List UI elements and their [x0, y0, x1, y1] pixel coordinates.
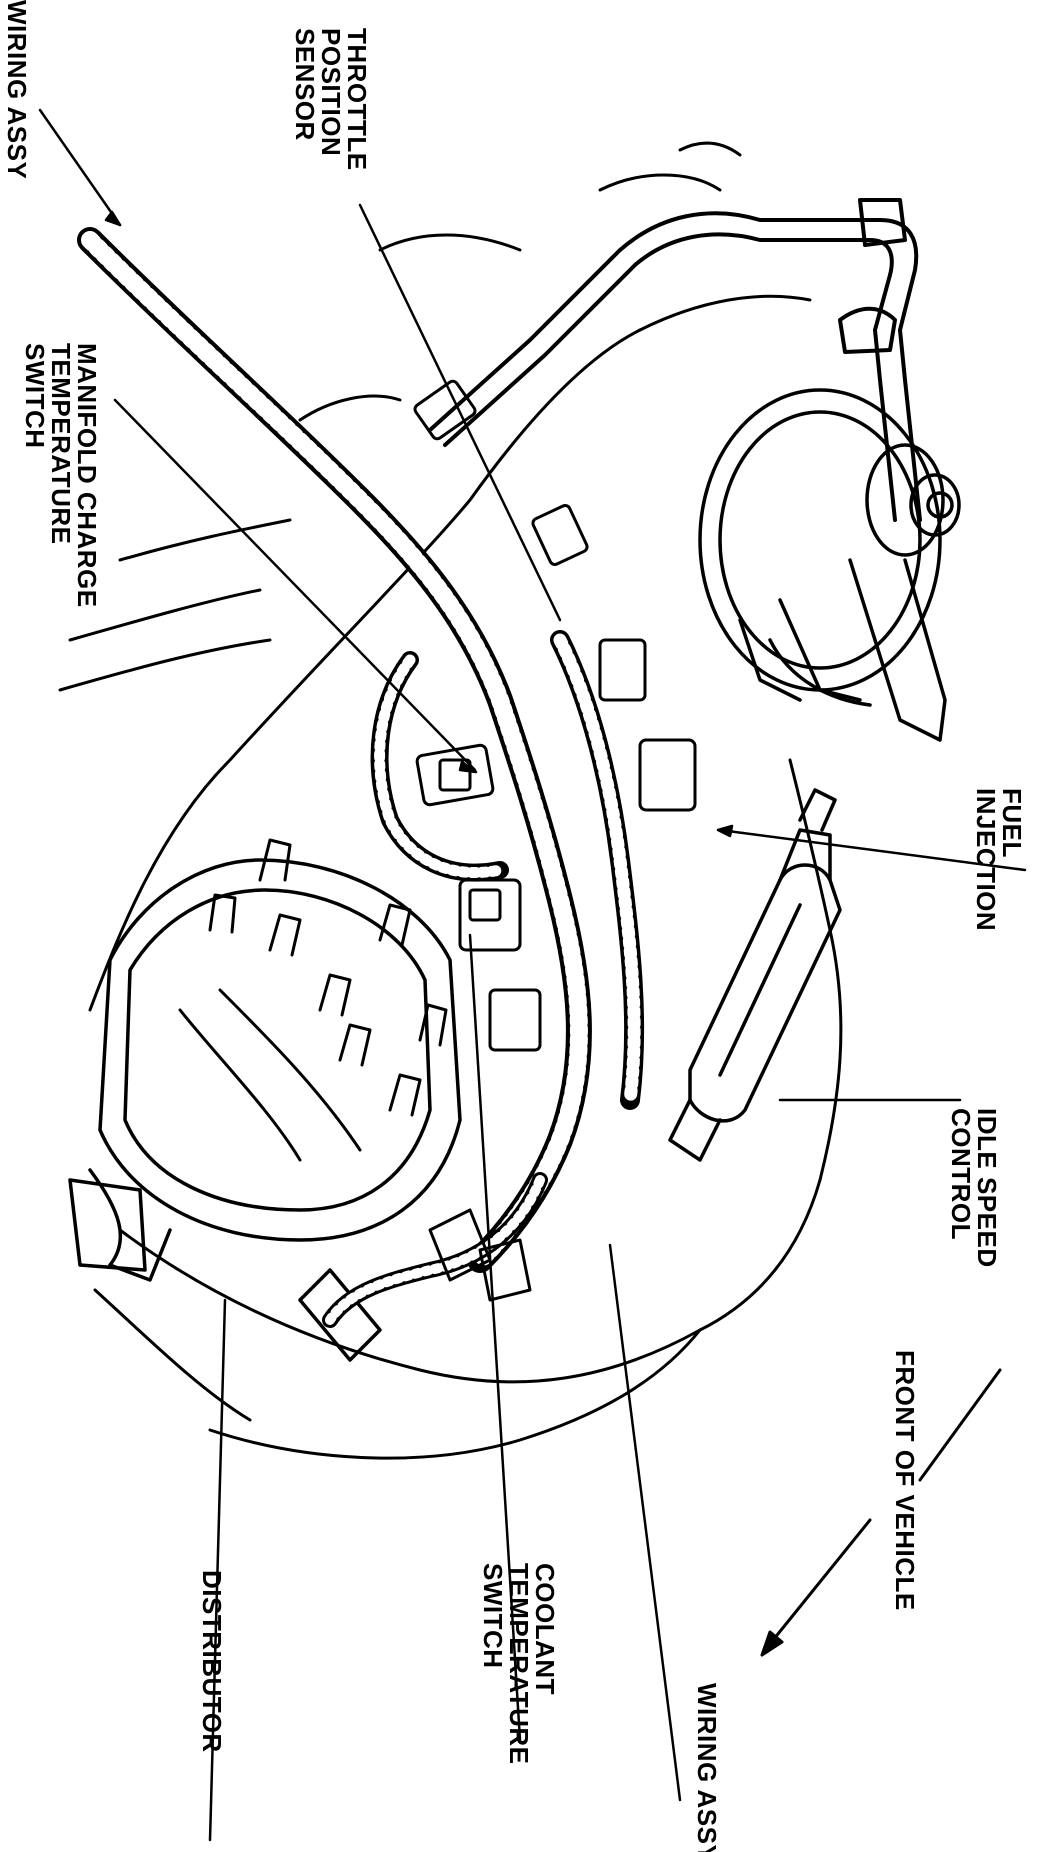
label-throttle-position-sensor: THROTTLE POSITION SENSOR	[290, 28, 372, 171]
pointer-distributor	[208, 1298, 227, 1842]
label-wiring-assy-top: WIRING ASSY	[2, 0, 32, 180]
label-manifold-charge-temperature-switch: MANIFOLD CHARGE TEMPERATURE SWITCH	[20, 343, 102, 608]
label-idle-speed-control: IDLE SPEED CONTROL	[946, 1108, 1002, 1268]
throttle-body	[698, 388, 961, 742]
front-arrow	[760, 1368, 1002, 1657]
wiring-harness	[77, 227, 645, 1328]
pointer-manifold-charge-switch	[113, 398, 477, 772]
connectors	[413, 379, 697, 1302]
label-coolant-temperature-switch: COOLANT TEMPERATURE SWITCH	[478, 1563, 560, 1765]
fuel-lines	[428, 198, 922, 522]
pointer-lines	[38, 108, 1027, 1842]
idle-speed-control-motor	[668, 788, 842, 1162]
pointer-wiring-assy-top	[38, 108, 122, 227]
label-fuel-injection: FUEL INJECTION	[971, 788, 1027, 932]
pointer-coolant-switch	[468, 933, 522, 1742]
spark-plug-towers	[178, 838, 448, 1162]
pointer-throttle-position-sensor	[358, 203, 562, 622]
label-distributor: DISTRIBUTOR	[197, 1570, 227, 1753]
label-wiring-assy-bottom: WIRING ASSY	[692, 1683, 722, 1852]
label-front-of-vehicle: FRONT OF VEHICLE	[890, 1350, 920, 1611]
pointer-wiring-assy-bottom	[608, 1243, 682, 1802]
pointer-fuel-injection	[718, 828, 1027, 872]
